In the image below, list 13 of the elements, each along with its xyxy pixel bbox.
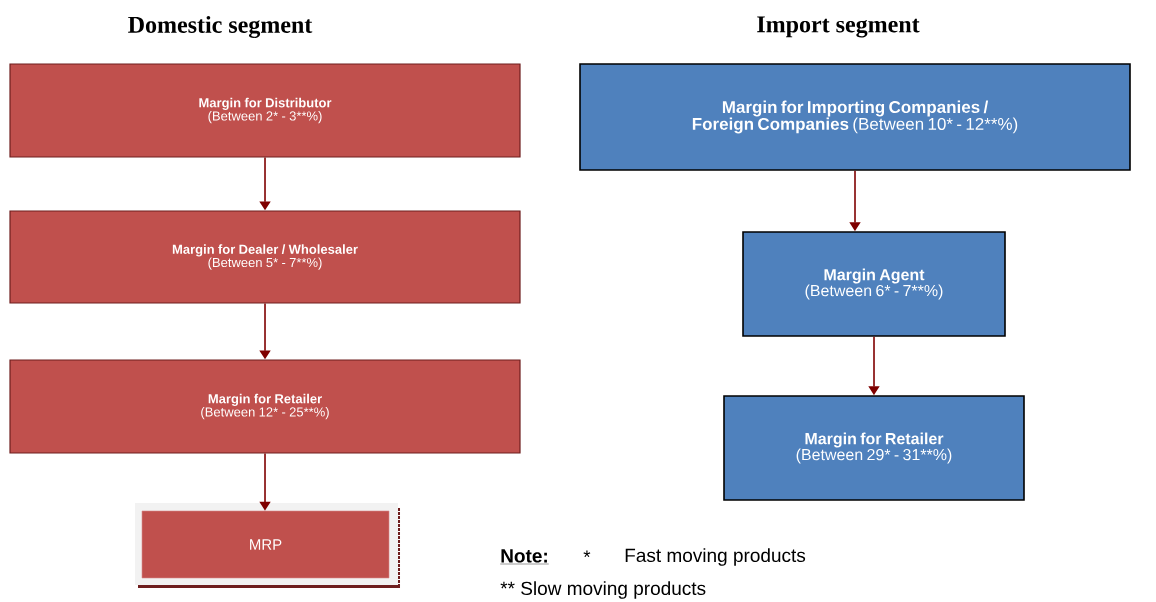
margin-box: Margin for Dealer / Wholesaler (Between 5* - 7**%) (9, 210, 521, 304)
margin-box: Margin for Importing Companies / Foreign Companies (Between 10* - 12**%) (579, 63, 1131, 171)
mrp-box: MRP (135, 503, 400, 588)
margin-box: Margin for Retailer (Between 12* - 25**%) (9, 359, 521, 454)
margin-box: Margin for Distributor (Between 2* - 3**%) (9, 63, 521, 158)
margin-box: Margin for Retailer (Between 29* - 31**%) (723, 395, 1025, 501)
segment-title: Import segment (757, 16, 920, 38)
margin-box: Margin Agent (Between 6* - 7**%) (742, 231, 1006, 337)
note-heading: Note: (500, 549, 549, 565)
note-text: * (583, 550, 591, 558)
segment-title: Domestic segment (128, 16, 313, 38)
note-text: ** Slow moving products (500, 581, 706, 599)
note-text: Fast moving products (625, 548, 806, 566)
